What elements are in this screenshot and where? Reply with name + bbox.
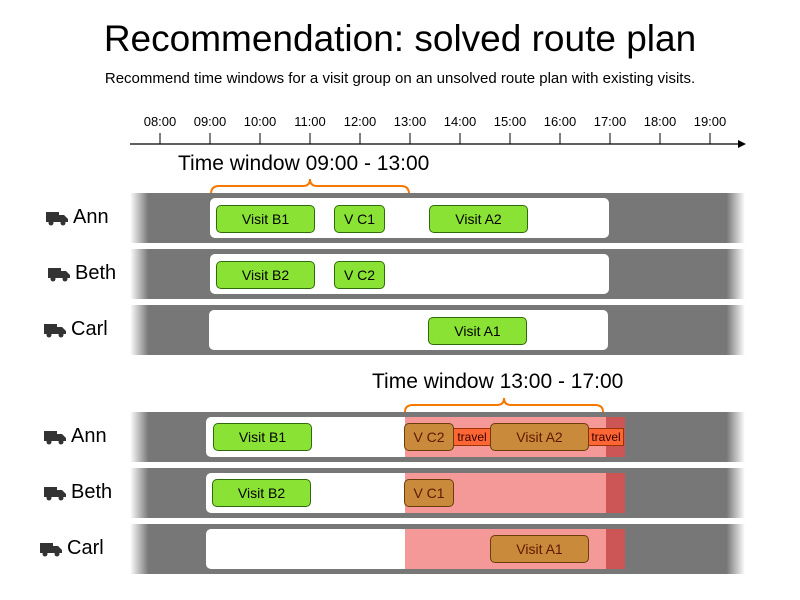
visit-block[interactable]: V C1 — [404, 479, 454, 507]
visit-block[interactable]: Visit B1 — [213, 423, 312, 451]
truck-icon — [44, 486, 66, 500]
person-label: Carl — [40, 537, 104, 560]
overtime-highlight — [606, 473, 625, 513]
visit-block[interactable]: Visit A1 — [490, 535, 589, 563]
person-label: Beth — [48, 262, 116, 285]
time-window-label: Time window 13:00 - 17:00 — [372, 370, 624, 393]
tick-label: 13:00 — [393, 114, 427, 129]
truck-icon — [44, 323, 66, 337]
overtime-highlight — [606, 529, 625, 569]
tick-label: 08:00 — [143, 114, 177, 129]
tick-label: 16:00 — [543, 114, 577, 129]
tick-label: 09:00 — [193, 114, 227, 129]
tick-label: 12:00 — [343, 114, 377, 129]
tick-label: 18:00 — [643, 114, 677, 129]
time-window-label: Time window 09:00 - 13:00 — [178, 152, 430, 175]
person-name: Carl — [71, 318, 108, 340]
visit-block[interactable]: V C2 — [334, 261, 385, 289]
person-label: Ann — [46, 206, 109, 229]
truck-icon — [48, 267, 70, 281]
visit-block[interactable]: Visit A2 — [490, 423, 589, 451]
travel-block: travel — [452, 428, 492, 446]
person-name: Beth — [75, 262, 117, 284]
truck-icon — [40, 542, 62, 556]
visit-block[interactable]: Visit A2 — [429, 205, 528, 233]
person-name: Ann — [71, 425, 107, 447]
person-name: Beth — [71, 481, 113, 503]
diagram-subtitle: Recommend time windows for a visit group… — [104, 70, 696, 87]
visit-block[interactable]: Visit B2 — [212, 479, 311, 507]
person-label: Beth — [44, 481, 112, 504]
travel-block: travel — [588, 428, 624, 446]
visit-block[interactable]: Visit B2 — [216, 261, 315, 289]
truck-icon — [46, 211, 68, 225]
person-name: Ann — [73, 206, 109, 228]
time-window-bracket — [404, 397, 604, 413]
person-name: Carl — [67, 537, 104, 559]
visit-block[interactable]: V C2 — [404, 423, 454, 451]
tick-label: 11:00 — [294, 114, 326, 129]
tick-label: 19:00 — [693, 114, 727, 129]
truck-icon — [44, 430, 66, 444]
tick-label: 15:00 — [493, 114, 527, 129]
diagram-title: Recommendation: solved route plan — [103, 18, 697, 59]
tick-label: 10:00 — [243, 114, 277, 129]
shift-bar — [209, 310, 608, 350]
visit-block[interactable]: Visit A1 — [428, 317, 527, 345]
time-window-bracket — [210, 178, 410, 195]
person-label: Ann — [44, 425, 107, 448]
person-label: Carl — [44, 318, 108, 341]
visit-block[interactable]: V C1 — [334, 205, 385, 233]
tick-label: 17:00 — [593, 114, 627, 129]
visit-block[interactable]: Visit B1 — [216, 205, 315, 233]
tick-label: 14:00 — [443, 114, 477, 129]
